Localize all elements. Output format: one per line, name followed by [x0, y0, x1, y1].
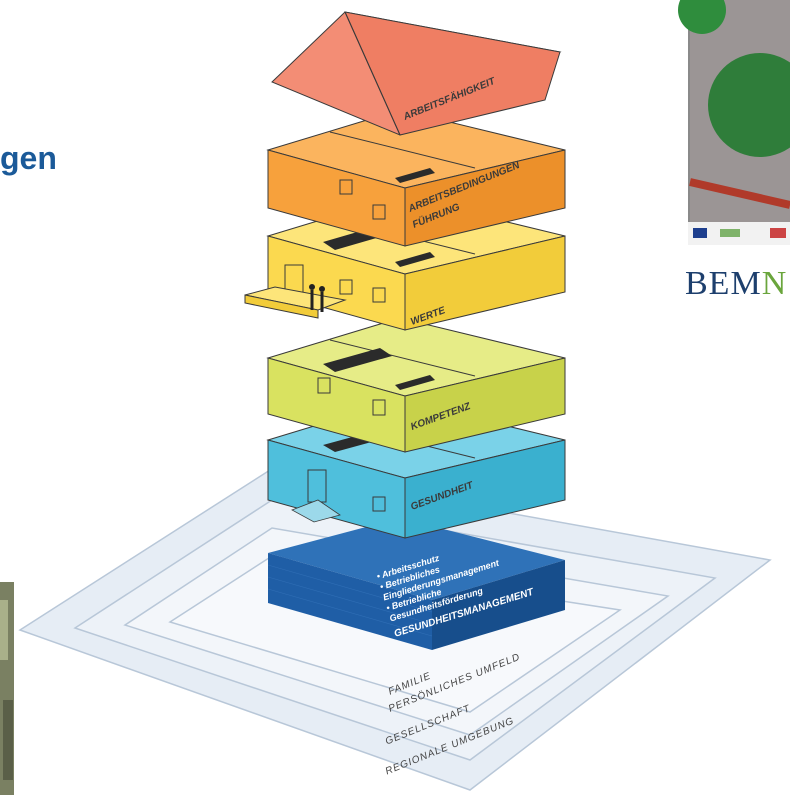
book-cover-thumbnail [678, 0, 790, 245]
window [372, 496, 386, 512]
window [372, 287, 386, 303]
window [372, 204, 386, 220]
foundation-block [267, 518, 565, 650]
window [339, 279, 353, 295]
brand-logo-part2: N [761, 265, 788, 302]
brand-logo-part1: BEM [685, 265, 762, 302]
photo-thumbnail [0, 582, 14, 795]
window [339, 179, 353, 195]
brand-logo: BEMN [685, 265, 787, 303]
roof-work-ability [271, 11, 562, 136]
floor-competence [266, 317, 566, 453]
page-heading-fragment: gen [0, 140, 57, 176]
window [372, 399, 386, 416]
floor-conditions [266, 109, 566, 247]
window [317, 377, 331, 394]
